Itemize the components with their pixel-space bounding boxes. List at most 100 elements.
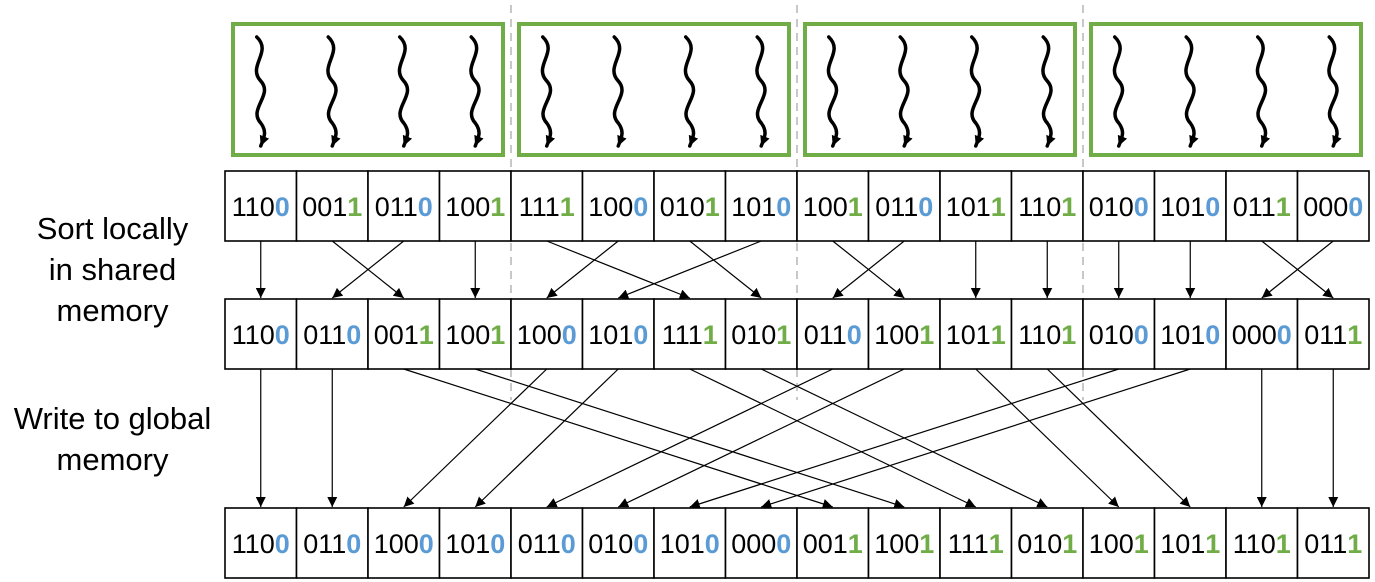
key-cell-border [724, 298, 798, 370]
sort-bit: 0 [1205, 192, 1220, 222]
key-value: 1001 [803, 192, 863, 222]
thread-block [1089, 22, 1363, 157]
key-value: 1101 [1018, 192, 1076, 222]
key-cell: 0011 [367, 298, 441, 370]
sort-bit: 0 [561, 529, 576, 559]
key-cell-border [1225, 298, 1299, 370]
key-cell: 1001 [796, 170, 870, 242]
sort-bit: 1 [1061, 320, 1076, 350]
sort-bit: 0 [633, 320, 648, 350]
key-cell-border [581, 170, 655, 242]
sort-bit: 0 [1205, 320, 1220, 350]
key-cell-border [1296, 170, 1370, 242]
key-value: 1011 [1160, 529, 1220, 559]
key-cell-border [510, 170, 584, 242]
sort-bit: 1 [1347, 320, 1362, 350]
move-arrow [403, 368, 548, 508]
sort-bit: 1 [989, 529, 1004, 559]
thread-icon [969, 35, 985, 148]
key-value: 1010 [1160, 320, 1220, 350]
thread-icon [326, 35, 341, 148]
sort-bit: 1 [919, 320, 934, 350]
thread-block-border [231, 22, 505, 157]
key-value: 0000 [1232, 320, 1292, 350]
sort-bit: 1 [1347, 529, 1362, 559]
sort-bit: 1 [776, 320, 791, 350]
key-value: 0110 [303, 529, 361, 559]
key-cell-border [653, 298, 727, 370]
sort-bit: 1 [991, 192, 1006, 222]
key-value: 1000 [374, 529, 434, 559]
key-cell-border [1153, 170, 1227, 242]
key-cell-border [1153, 507, 1227, 579]
thread-icon [1041, 35, 1056, 148]
sort-bit: 1 [991, 320, 1006, 350]
key-value: 0000 [1303, 192, 1363, 222]
key-cell: 0101 [653, 170, 727, 242]
key-cell-border [224, 170, 298, 242]
sort-bit: 1 [347, 192, 362, 222]
move-arrow [689, 368, 977, 508]
key-value: 0011 [803, 529, 863, 559]
thread-blocks [231, 22, 1363, 157]
key-cell-border [1010, 507, 1084, 579]
key-cell-border [867, 170, 941, 242]
key-value: 1001 [445, 192, 505, 222]
key-cell-border [1010, 170, 1084, 242]
thread-block [517, 22, 791, 157]
key-cell: 1000 [510, 298, 584, 370]
key-cell: 1000 [367, 507, 441, 579]
sort-bit: 0 [490, 529, 505, 559]
key-cell-border [1082, 170, 1156, 242]
key-cell: 1010 [653, 507, 727, 579]
key-value: 1100 [232, 529, 290, 559]
key-value: 0110 [875, 192, 933, 222]
move-arrow [761, 368, 1191, 509]
key-cell-border [1010, 298, 1084, 370]
sort-bit: 0 [776, 192, 791, 222]
thread-icon [612, 35, 627, 148]
thread-block-border [1089, 22, 1363, 157]
sort-bit: 1 [703, 320, 718, 350]
key-cell: 1010 [724, 170, 798, 242]
key-value: 1111 [662, 320, 718, 350]
key-cell-border [295, 507, 369, 579]
thread-icon [826, 35, 842, 148]
key-cell: 0110 [796, 298, 870, 370]
key-cell: 0100 [581, 507, 655, 579]
sort-bit: 1 [848, 529, 863, 559]
sort-bit: 0 [847, 320, 862, 350]
key-value: 1010 [588, 320, 648, 350]
key-cell-border [224, 507, 298, 579]
local-sort-arrows [255, 240, 1334, 299]
move-arrow [1046, 368, 1191, 508]
key-cell: 0110 [295, 298, 369, 370]
key-value: 1010 [660, 529, 720, 559]
sort-bit: 1 [848, 192, 863, 222]
key-value: 1101 [1233, 529, 1291, 559]
key-cell: 0100 [1082, 298, 1156, 370]
key-value: 1100 [232, 192, 290, 222]
global-write-arrows [255, 368, 1339, 509]
sort-bit: 0 [1134, 192, 1149, 222]
key-cell: 1111 [510, 170, 584, 242]
key-cell: 1101 [1010, 298, 1084, 370]
key-value: 1111 [519, 192, 575, 222]
sort-bit: 0 [1348, 192, 1363, 222]
sort-bit: 1 [1276, 529, 1291, 559]
key-cell-border [867, 507, 941, 579]
key-cell-border [295, 298, 369, 370]
key-cell: 0110 [510, 507, 584, 579]
key-value: 0111 [1304, 529, 1362, 559]
move-arrow [331, 240, 405, 299]
key-cell-border [438, 298, 512, 370]
sort-bit: 1 [1276, 192, 1291, 222]
key-value: 0011 [374, 320, 434, 350]
thread-icon [397, 35, 413, 148]
thread-icon [1184, 35, 1199, 148]
key-cell: 1011 [939, 170, 1013, 242]
key-cell-border [367, 298, 441, 370]
